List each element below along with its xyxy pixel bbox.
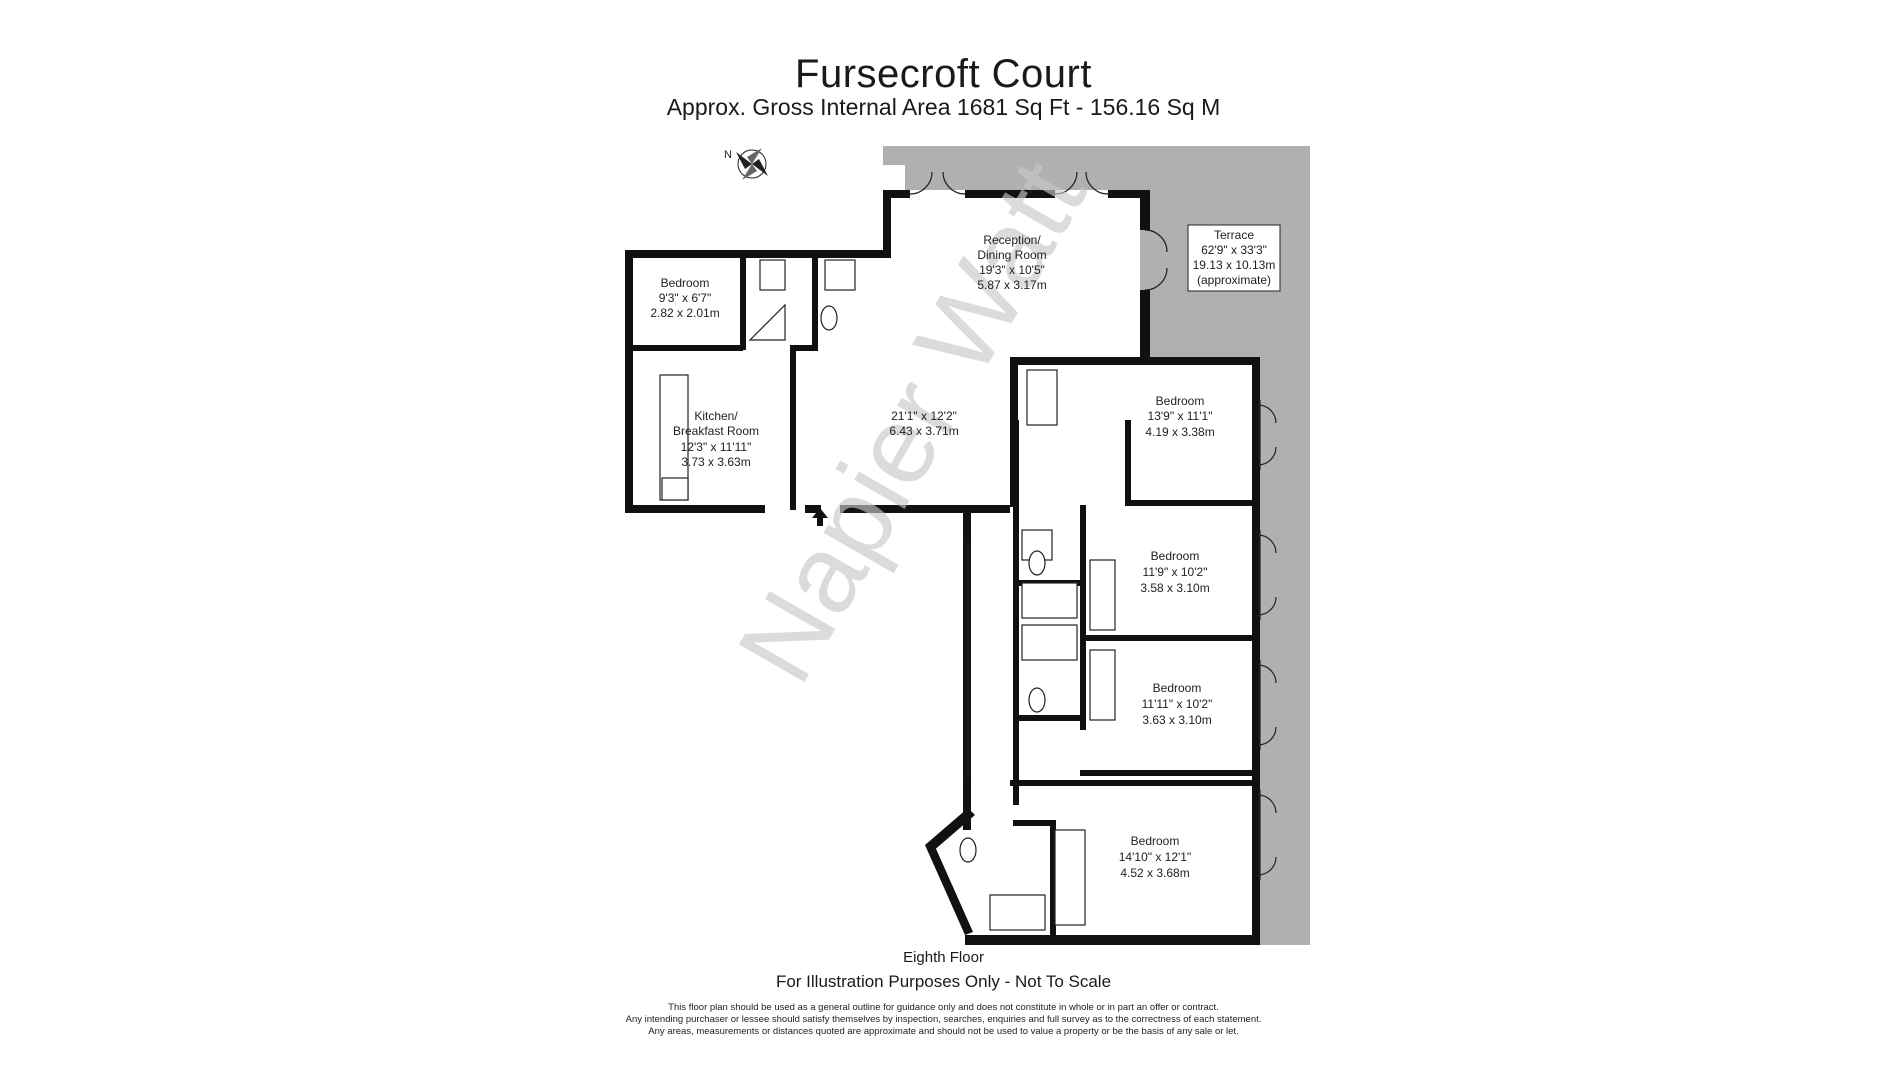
wardrobe-3 [1089,559,1116,631]
room-bedroom-2-name: Bedroom [1151,549,1200,563]
room-bedroom-1-metric: 4.19 x 3.38m [1145,425,1214,439]
wc-2 [1028,550,1046,576]
wc-4 [959,837,977,863]
wc-3 [1028,687,1046,713]
room-bedroom-small: Bedroom 9'3" x 6'7" 2.82 x 2.01m [650,276,719,320]
bath-2 [1021,624,1078,661]
room-bedroom-4-metric: 4.52 x 3.68m [1120,866,1189,880]
room-bedroom-small-name: Bedroom [661,276,710,290]
room-bedroom-3-name: Bedroom [1153,681,1202,695]
room-kitchen: Kitchen/ Breakfast Room 12'3" x 11'11" 3… [673,409,759,469]
room-terrace: Terrace 62'9" x 33'3" 19.13 x 10.13m (ap… [1193,228,1276,287]
room-bedroom-3-metric: 3.63 x 3.10m [1142,713,1211,727]
room-hall-imperial: 21'1" x 12'2" [891,409,957,423]
floor-label: Eighth Floor [903,949,984,966]
bath-1 [1021,582,1078,619]
terrace-doors [909,171,1277,876]
room-reception: Reception/ Dining Room 19'3" x 10'5" 5.8… [977,233,1046,292]
room-bedroom-small-metric: 2.82 x 2.01m [650,306,719,320]
room-bedroom-3: Bedroom 11'11" x 10'2" 3.63 x 3.10m [1142,681,1213,727]
room-reception-imperial: 19'3" x 10'5" [979,263,1045,277]
room-bedroom-small-imperial: 9'3" x 6'7" [659,291,711,305]
compass-north-label: N [724,149,732,161]
terrace-strip-right [1258,360,1310,945]
room-hall-metric: 6.43 x 3.71m [889,424,958,438]
terrace-label-box [1187,224,1281,292]
room-kitchen-metric: 3.73 x 3.63m [681,455,750,469]
wc-1 [820,305,838,331]
wardrobe-1 [1026,369,1058,426]
basin-2 [824,259,856,291]
wardrobe-2 [1054,829,1086,926]
basin-1 [759,259,786,291]
room-bedroom-1-name: Bedroom [1156,394,1205,408]
room-reception-name-1: Reception/ [983,233,1041,247]
room-bedroom-4: Bedroom 14'10" x 12'1" 4.52 x 3.68m [1119,834,1192,880]
room-terrace-name: Terrace [1214,228,1254,242]
legal-note-2: Any intending purchaser or lessee should… [625,1014,1262,1025]
room-bedroom-1-imperial: 13'9" x 11'1" [1148,409,1213,423]
room-bedroom-2-imperial: 11'9" x 10'2" [1143,565,1208,579]
room-terrace-imperial: 62'9" x 33'3" [1201,243,1267,257]
area-subtitle: Approx. Gross Internal Area 1681 Sq Ft -… [666,94,1221,120]
room-hall: 21'1" x 12'2" 6.43 x 3.71m [889,409,958,438]
entrance-arrow-icon [812,508,828,526]
room-bedroom-2: Bedroom 11'9" x 10'2" 3.58 x 3.10m [1140,549,1209,595]
room-reception-metric: 5.87 x 3.17m [977,278,1046,292]
legal-note-1: This floor plan should be used as a gene… [668,1002,1219,1013]
room-kitchen-imperial: 12'3" x 11'11" [681,440,752,454]
fixtures [659,259,1116,931]
room-terrace-note: (approximate) [1197,273,1271,287]
room-bedroom-2-metric: 3.58 x 3.10m [1140,581,1209,595]
shower-1 [748,303,786,341]
room-bedroom-4-imperial: 14'10" x 12'1" [1119,850,1192,864]
shower-tray [989,894,1046,931]
interior-walls [633,250,1260,935]
room-terrace-metric: 19.13 x 10.13m [1193,258,1276,272]
room-bedroom-1: Bedroom 13'9" x 11'1" 4.19 x 3.38m [1145,394,1214,439]
room-bedroom-3-imperial: 11'11" x 10'2" [1142,697,1213,711]
room-bedroom-4-name: Bedroom [1131,834,1180,848]
compass-rose-icon: N [724,148,768,180]
legal-note-3: Any areas, measurements or distances quo… [648,1026,1239,1037]
hob [661,477,689,501]
terrace-strip-top [883,146,1150,190]
room-reception-name-2: Dining Room [977,248,1046,262]
plan-title: Fursecroft Court [795,52,1092,96]
windows [967,400,1261,880]
room-kitchen-name-2: Breakfast Room [673,424,759,438]
wardrobe-4 [1089,649,1116,721]
disclaimer-text: For Illustration Purposes Only - Not To … [775,972,1112,991]
room-kitchen-name-1: Kitchen/ [694,409,738,423]
